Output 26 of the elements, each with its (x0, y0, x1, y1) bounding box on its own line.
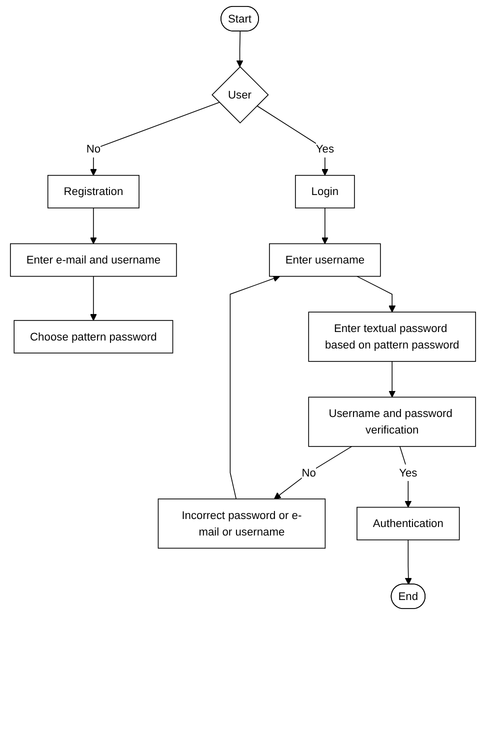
arrow (321, 208, 328, 244)
arrow (90, 276, 97, 321)
node-box: Registration (47, 174, 140, 208)
arrow (236, 31, 244, 68)
node-box: Username and password verification (308, 396, 476, 447)
node-box: Choose pattern password (14, 320, 174, 354)
arrow (404, 539, 412, 585)
arrow (399, 446, 412, 508)
arrow (356, 276, 396, 312)
edge-label: Yes (399, 466, 418, 479)
edge-label: No (86, 142, 101, 156)
arrow (230, 275, 280, 500)
node-box: Incorrect password or e-mail or username (158, 498, 326, 549)
arrow (274, 446, 352, 500)
arrow (388, 361, 396, 398)
node-box: Enter username (269, 243, 381, 277)
node-box: Login (295, 174, 355, 208)
node-box: Authentication (356, 506, 460, 540)
edge-label: No (302, 466, 316, 479)
node-diamond: User (212, 66, 269, 124)
arrow (90, 102, 220, 176)
arrow (90, 208, 97, 244)
node-box: Enter e-mail and username (10, 243, 177, 277)
edge-label: Yes (316, 142, 334, 156)
node-box: Enter textual password based on pattern password (308, 312, 476, 362)
arrow (256, 105, 328, 176)
